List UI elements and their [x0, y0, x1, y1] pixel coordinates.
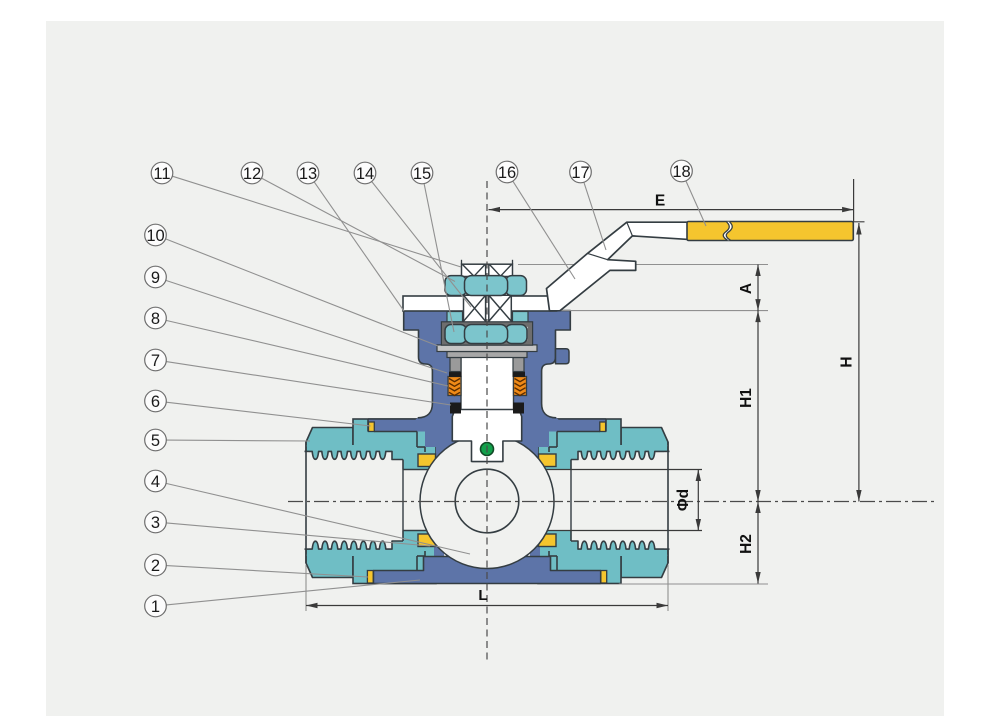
svg-text:15: 15	[413, 165, 431, 183]
svg-text:4: 4	[151, 473, 160, 491]
svg-text:18: 18	[672, 163, 690, 181]
svg-text:E: E	[655, 193, 665, 210]
svg-text:H2: H2	[738, 534, 755, 554]
svg-text:Φd: Φd	[675, 489, 692, 511]
svg-text:3: 3	[151, 514, 160, 532]
svg-text:2: 2	[151, 557, 160, 575]
svg-text:6: 6	[151, 393, 160, 411]
svg-text:H1: H1	[738, 388, 755, 408]
svg-text:1: 1	[151, 598, 160, 616]
svg-text:5: 5	[151, 432, 160, 450]
svg-text:11: 11	[153, 165, 170, 183]
svg-text:13: 13	[299, 165, 317, 183]
svg-text:8: 8	[151, 310, 160, 328]
svg-text:12: 12	[243, 165, 261, 183]
svg-text:A: A	[738, 283, 755, 294]
svg-text:10: 10	[146, 227, 164, 245]
svg-text:16: 16	[498, 164, 516, 182]
svg-text:9: 9	[151, 269, 160, 287]
svg-text:7: 7	[151, 352, 160, 370]
svg-text:14: 14	[356, 165, 374, 183]
svg-text:H: H	[839, 356, 856, 367]
svg-text:17: 17	[571, 164, 589, 182]
svg-text:L: L	[478, 587, 487, 604]
